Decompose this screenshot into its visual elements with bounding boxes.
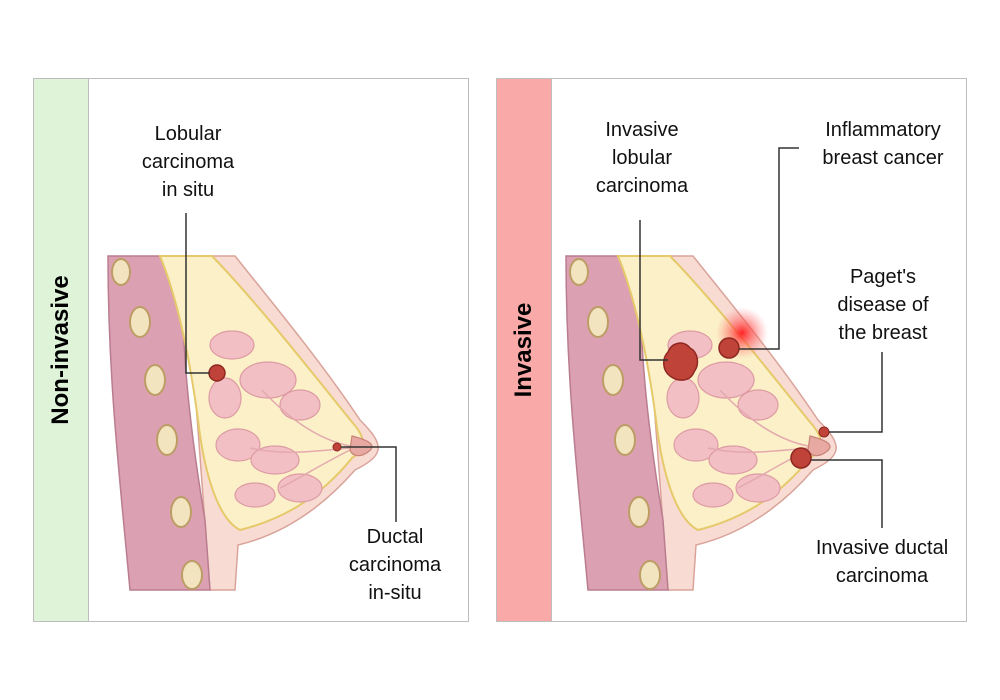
lcis-lesion bbox=[208, 364, 226, 382]
idc-leader-line bbox=[811, 459, 883, 528]
ibc-leader-line bbox=[739, 147, 799, 350]
dcis-lesion bbox=[332, 442, 342, 452]
lcis-leader-line bbox=[185, 213, 210, 374]
paget-leader-line bbox=[829, 352, 883, 433]
ilc-tumor bbox=[663, 342, 699, 381]
ilc-leader-line bbox=[639, 220, 668, 361]
idc-tumor bbox=[790, 447, 812, 469]
non-invasive-strip: Non-invasive bbox=[34, 79, 89, 621]
dcis-leader-line bbox=[341, 446, 397, 522]
invasive-strip: Invasive bbox=[497, 79, 552, 621]
ibc-tumor bbox=[718, 337, 740, 359]
paget-lesion bbox=[818, 426, 830, 438]
